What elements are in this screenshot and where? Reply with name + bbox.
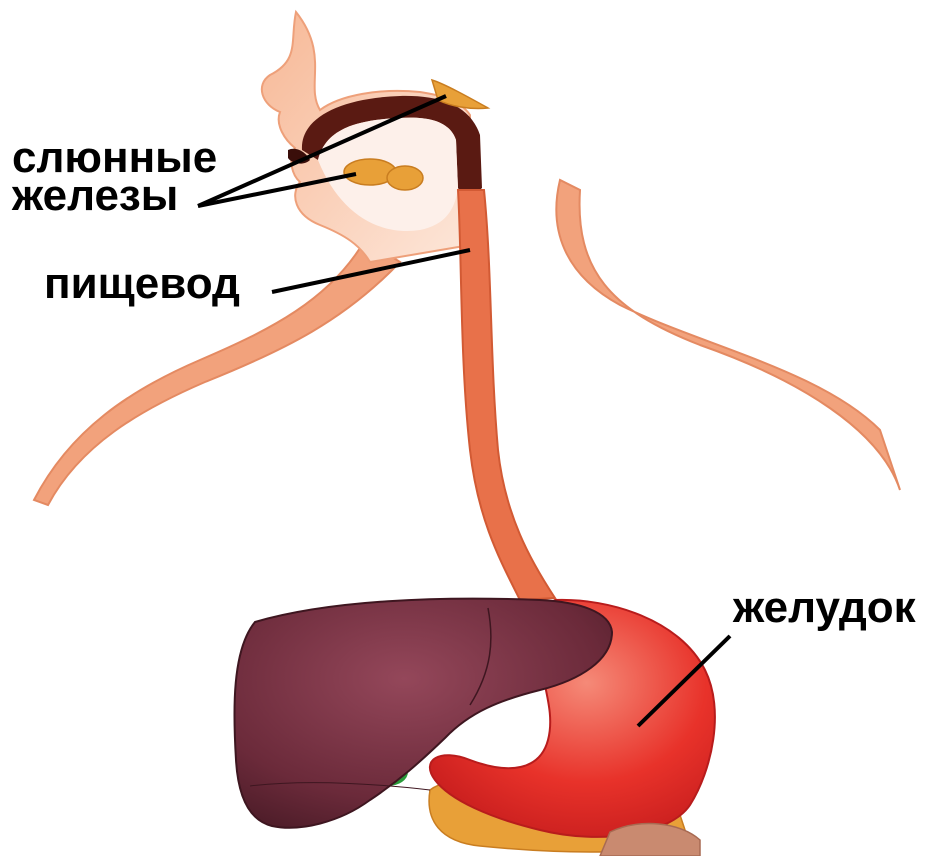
submandibular-gland-2	[387, 166, 423, 190]
right-shoulder-outline	[556, 180, 900, 490]
label-salivary-glands-line2: железы	[12, 174, 178, 218]
esophagus-tube	[458, 190, 555, 600]
label-stomach: желудок	[733, 586, 916, 630]
label-esophagus: пищевод	[44, 262, 240, 306]
